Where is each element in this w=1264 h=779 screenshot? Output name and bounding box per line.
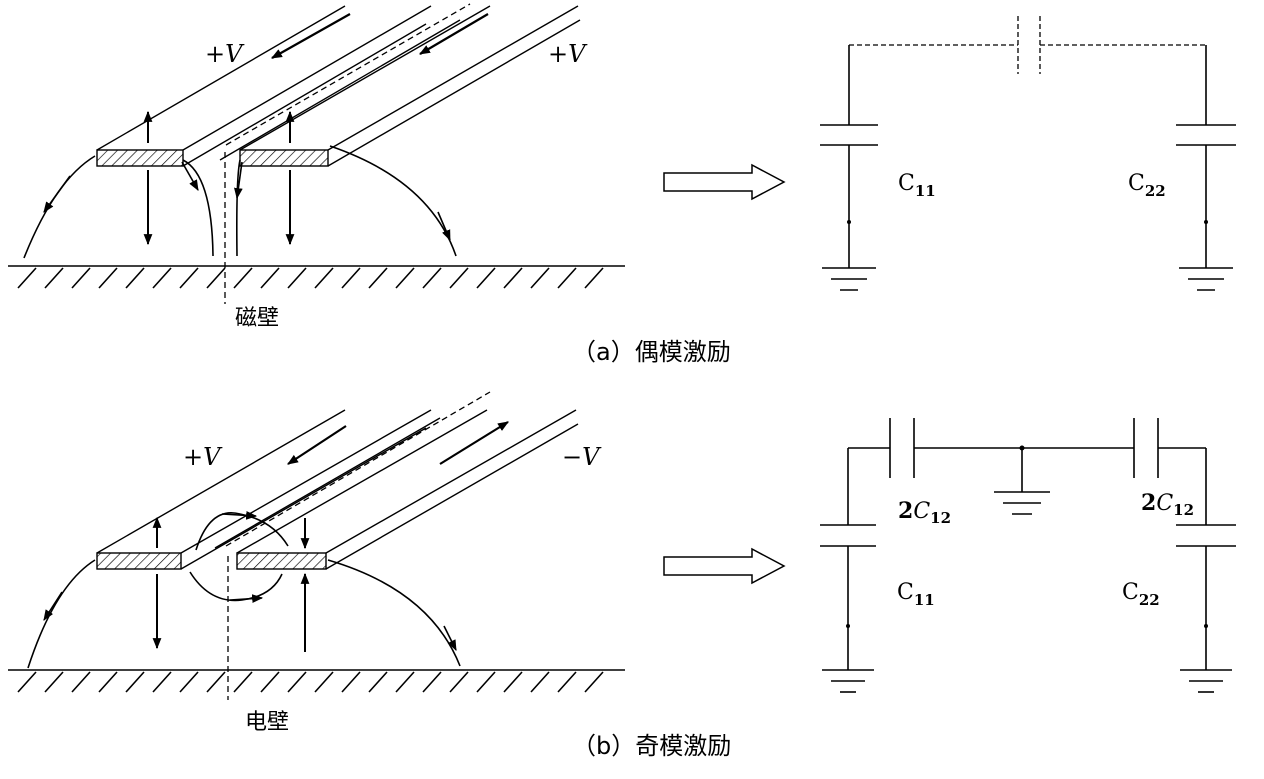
left-strip bbox=[96, 5, 461, 167]
right-voltage-label: −V bbox=[562, 443, 602, 471]
cap-c11-label: C11 bbox=[898, 171, 936, 200]
field-line bbox=[23, 155, 96, 259]
panel-b-odd-mode: +V −V 电壁 （b）奇模激励 bbox=[8, 391, 1236, 760]
coupling-cap-left-label: 2C12 bbox=[898, 498, 951, 527]
cap-c22-label: C22 bbox=[1128, 171, 1166, 200]
equivalence-arrow bbox=[663, 547, 786, 585]
field-line bbox=[329, 145, 457, 257]
cap-c11-label: C11 bbox=[897, 580, 935, 609]
left-strip bbox=[96, 409, 441, 570]
right-strip bbox=[239, 5, 581, 167]
symmetry-plane-line bbox=[225, 391, 491, 547]
current-arrow bbox=[271, 13, 351, 59]
ground-plane bbox=[8, 265, 625, 289]
circuit-odd bbox=[820, 418, 1236, 693]
field-line bbox=[182, 159, 214, 257]
caption-b: （b）奇模激励 bbox=[572, 732, 731, 760]
ground-plane bbox=[8, 669, 625, 693]
left-voltage-label: +V bbox=[205, 40, 245, 68]
panel-a-even-mode: +V +V 磁壁 （a）偶模激励 bbox=[8, 3, 1236, 366]
wall-label: 磁壁 bbox=[235, 306, 279, 331]
cap-c22-label: C22 bbox=[1122, 580, 1160, 609]
current-arrow bbox=[439, 421, 509, 465]
circuit-even bbox=[820, 16, 1236, 291]
equivalence-arrow bbox=[663, 163, 786, 201]
coupling-cap-right-label: 2C12 bbox=[1141, 490, 1194, 519]
left-voltage-label: +V bbox=[183, 443, 223, 471]
right-strip bbox=[236, 409, 579, 570]
current-arrow bbox=[419, 13, 489, 55]
field-line-under bbox=[189, 571, 283, 602]
current-arrow bbox=[287, 425, 347, 465]
field-line bbox=[27, 559, 96, 669]
caption-a: （a）偶模激励 bbox=[572, 338, 731, 366]
wall-label: 电壁 bbox=[245, 710, 289, 735]
right-voltage-label: +V bbox=[548, 40, 588, 68]
field-line bbox=[327, 559, 461, 667]
field-line-over bbox=[195, 512, 289, 551]
symmetry-plane-line bbox=[225, 3, 471, 146]
